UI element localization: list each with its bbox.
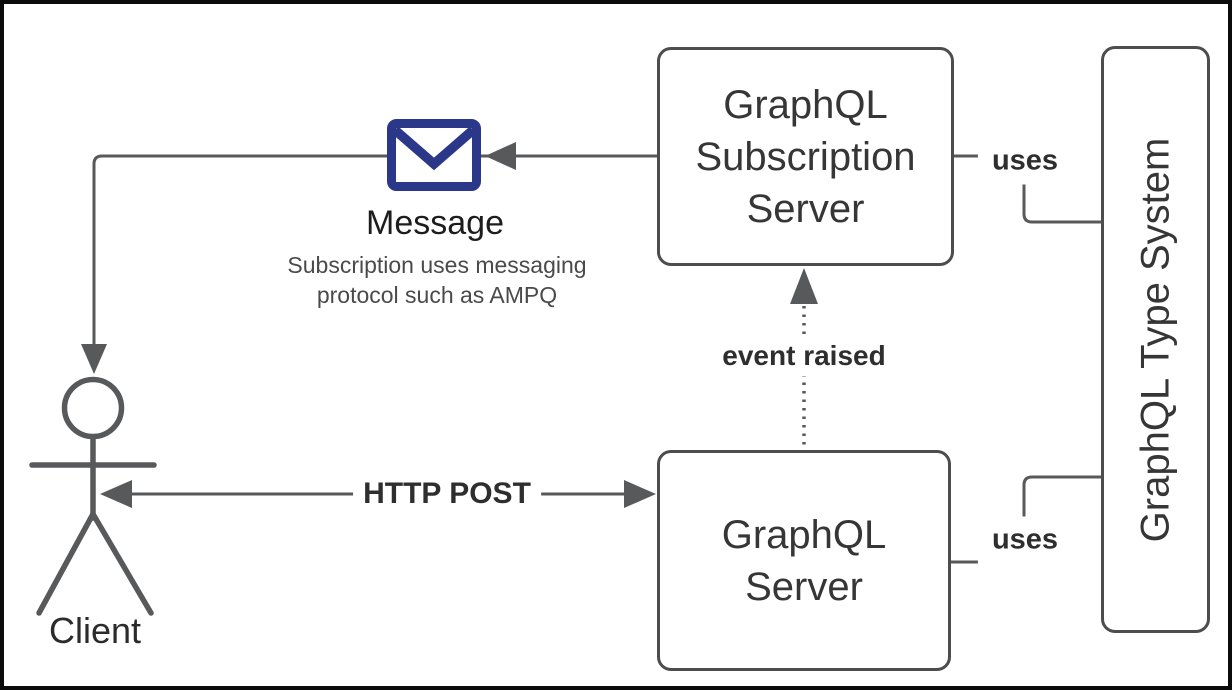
arrowhead-event-up	[790, 268, 818, 304]
node-label: GraphQL Subscription Server	[695, 82, 916, 231]
arrowhead-http-left	[100, 480, 132, 508]
node-graphql-subscription-server: GraphQL Subscription Server	[657, 47, 954, 266]
http-post-edge-label: HTTP POST	[353, 475, 541, 513]
connector-layer	[29, 119, 1102, 616]
uses-bottom-edge-label: uses	[977, 516, 1073, 564]
edge-message-to-client	[92, 154, 657, 344]
node-label: GraphQL Type System	[1133, 137, 1178, 542]
uses-top-edge-label: uses	[977, 137, 1073, 185]
node-graphql-server: GraphQL Server	[657, 450, 951, 671]
arrowhead-into-envelope	[485, 142, 516, 170]
envelope-icon	[387, 119, 481, 191]
node-graphql-type-system: GraphQL Type System	[1101, 46, 1210, 633]
message-label: Message	[366, 204, 504, 242]
node-label: GraphQL Server	[721, 512, 887, 609]
message-description: Subscription uses messaging protocol suc…	[287, 252, 587, 309]
arrowhead-down-to-client	[81, 344, 107, 374]
client-label: Client	[48, 610, 142, 651]
actor-icon	[29, 376, 157, 616]
event-raised-edge-label: event raised	[712, 336, 896, 376]
arrowhead-http-right	[624, 480, 656, 508]
